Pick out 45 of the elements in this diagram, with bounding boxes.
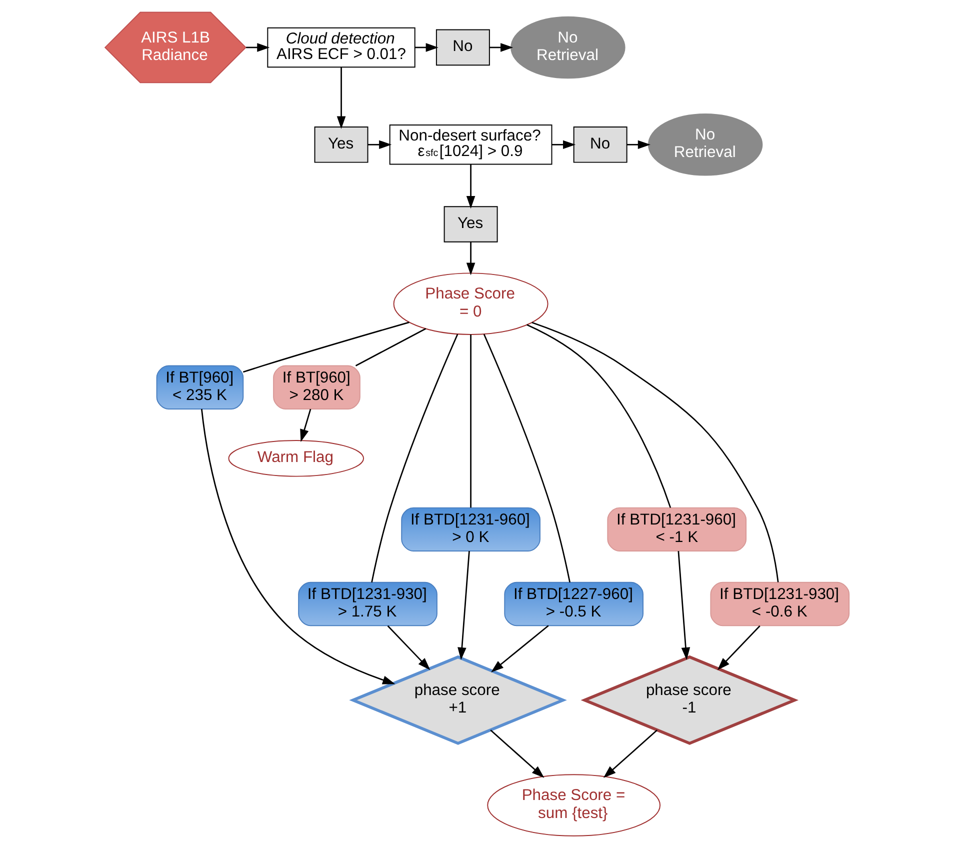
- arrow: [458, 551, 470, 660]
- connector: [532, 322, 779, 582]
- node-box: No: [436, 29, 490, 66]
- arrow: [414, 43, 438, 52]
- connector: [470, 334, 472, 508]
- arrow: [200, 408, 396, 684]
- node-box: If BTD[1231-930] < -0.6 K: [710, 582, 850, 626]
- node-box: If BTD[1231-960] < -1 K: [607, 507, 747, 552]
- arrow: [490, 730, 544, 778]
- node-ellipse: Phase Score = 0: [393, 272, 548, 335]
- connector: [371, 334, 458, 582]
- arrow: [336, 67, 346, 129]
- node-box: Yes: [444, 206, 498, 242]
- arrow: [491, 625, 549, 672]
- connector: [242, 322, 410, 373]
- node-box: Non-desert surface? εsfc[1024] > 0.9: [389, 124, 552, 165]
- node-box: Yes: [314, 126, 368, 163]
- arrow: [603, 730, 658, 778]
- arrow: [466, 164, 476, 209]
- arrow: [717, 625, 760, 670]
- node-ellipse: No Retrieval: [510, 16, 626, 79]
- connector: [355, 328, 426, 366]
- arrow: [552, 140, 576, 150]
- arrow: [246, 43, 270, 52]
- node-ellipse: No Retrieval: [648, 114, 763, 176]
- arrow: [490, 43, 514, 52]
- node-box: If BT[960] > 280 K: [273, 365, 360, 410]
- arrow: [387, 625, 430, 670]
- node-box: Cloud detection AIRS ECF > 0.01?: [267, 27, 416, 68]
- node-box: No: [573, 126, 628, 163]
- node-box: If BTD[1227-960] > -0.5 K: [504, 582, 644, 626]
- arrow: [300, 408, 312, 442]
- node-diamond: phase score -1: [580, 655, 798, 745]
- node-ellipse: Phase Score = sum {test}: [487, 774, 661, 836]
- node-diamond: phase score +1: [349, 655, 567, 745]
- node-ellipse: Warm Flag: [228, 440, 364, 477]
- arrow: [626, 140, 650, 150]
- arrow: [466, 242, 476, 276]
- node-box: If BT[960] < 235 K: [156, 365, 244, 410]
- node-box: If BTD[1231-960] > 0 K: [401, 507, 540, 552]
- connector: [483, 334, 570, 582]
- arrow: [678, 551, 690, 660]
- node-box: If BTD[1231-930] > 1.75 K: [298, 582, 438, 626]
- arrow: [368, 140, 392, 150]
- connector: [526, 324, 672, 508]
